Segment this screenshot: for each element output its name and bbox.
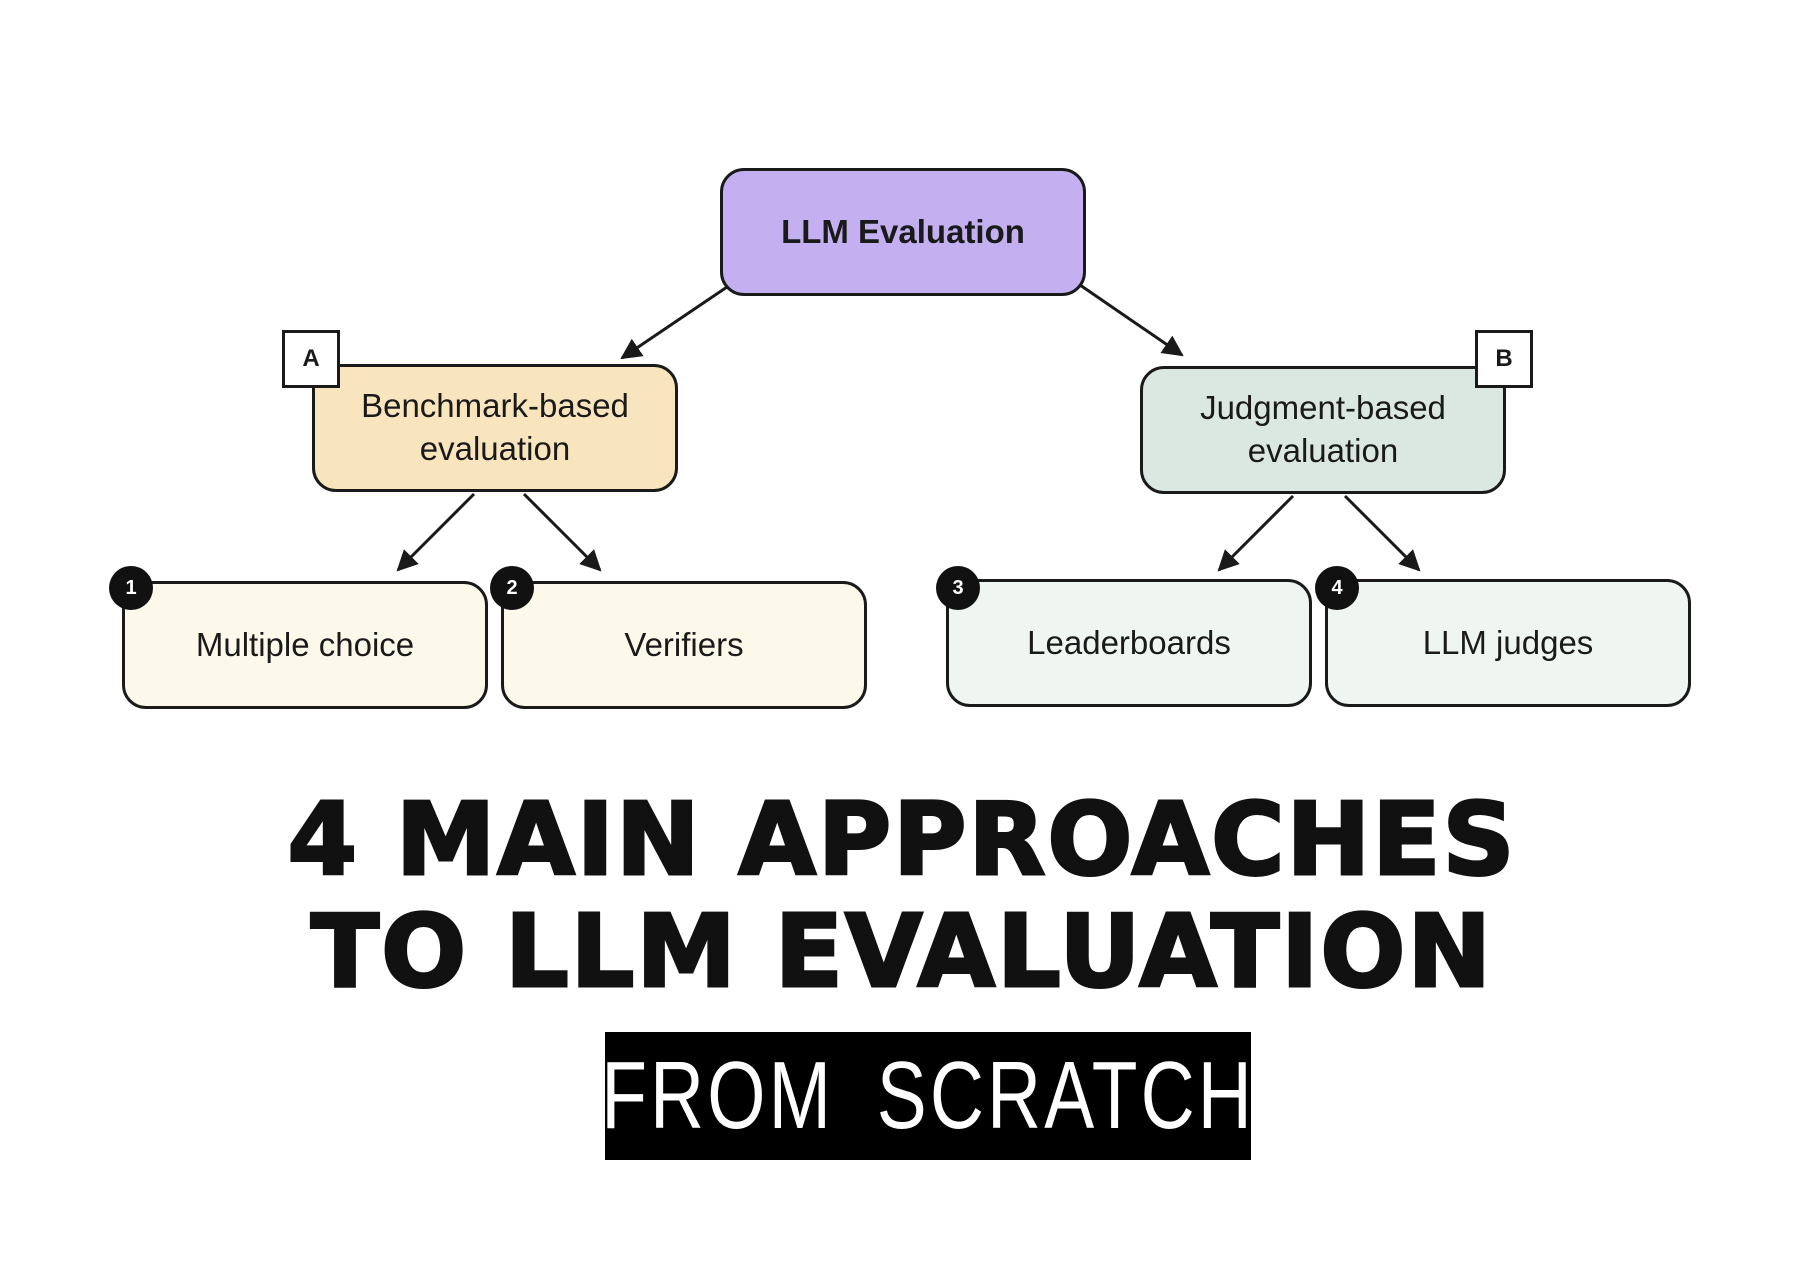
leaf-node-label: LLM judges bbox=[1422, 623, 1594, 661]
leaf-node-label: Multiple choice bbox=[195, 625, 415, 663]
from-scratch-banner: FROM SCRATCH bbox=[605, 1032, 1251, 1160]
group-tag-b: B bbox=[1475, 330, 1533, 388]
number-badge-3: 3 bbox=[936, 566, 980, 610]
leaf-node-label: Verifiers bbox=[624, 625, 744, 663]
group-node-benchmark-based: Benchmark-based evaluation bbox=[312, 364, 678, 492]
arrow-root-to-judgment bbox=[1079, 283, 1184, 357]
arrow-benchmark-to-verifiers bbox=[522, 492, 602, 572]
root-node-label: LLM Evaluation bbox=[781, 212, 1025, 250]
number-badge-1: 1 bbox=[109, 566, 153, 610]
banner-text: FROM SCRATCH bbox=[605, 1042, 1251, 1149]
group-node-label: Judgment-based evaluation bbox=[1200, 389, 1446, 469]
leaf-node-label: Leaderboards bbox=[1027, 623, 1231, 661]
arrow-judgment-to-leaderboards bbox=[1217, 494, 1295, 572]
headline-line-1: 4 MAIN APPROACHES bbox=[286, 781, 1517, 898]
leaf-node-llm-judges: LLM judges bbox=[1325, 579, 1691, 707]
group-tag-a: A bbox=[282, 330, 340, 388]
arrow-root-to-benchmark bbox=[620, 285, 728, 360]
root-node-llm-evaluation: LLM Evaluation bbox=[720, 168, 1086, 296]
number-badge-2: 2 bbox=[490, 566, 534, 610]
leaf-node-multiple-choice: Multiple choice bbox=[122, 581, 488, 709]
leaf-node-verifiers: Verifiers bbox=[501, 581, 867, 709]
headline-line-2: TO LLM EVALUATION bbox=[309, 893, 1494, 1010]
arrow-benchmark-to-multiple-choice bbox=[396, 492, 476, 572]
group-node-label: Benchmark-based evaluation bbox=[361, 387, 629, 467]
leaf-node-leaderboards: Leaderboards bbox=[946, 579, 1312, 707]
arrow-judgment-to-llm-judges bbox=[1343, 494, 1421, 572]
group-node-judgment-based: Judgment-based evaluation bbox=[1140, 366, 1506, 494]
number-badge-4: 4 bbox=[1315, 566, 1359, 610]
